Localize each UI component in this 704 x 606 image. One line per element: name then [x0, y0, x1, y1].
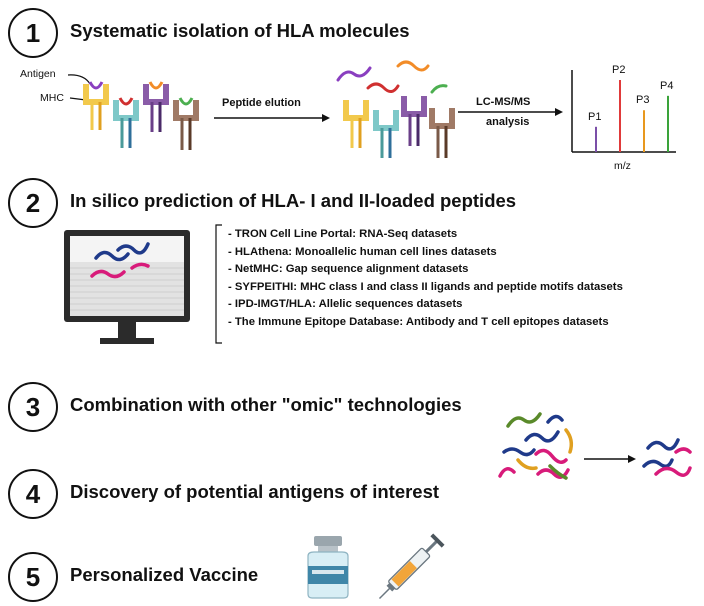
step-1-title: Systematic isolation of HLA molecules — [70, 20, 410, 41]
antigen-label: Antigen — [20, 68, 56, 80]
spectrum-peak-label-4: P4 — [660, 79, 674, 92]
spectrum-peak-label-2: P2 — [612, 64, 626, 76]
database-item: - SYFPEITHI: MHC class I and class II li… — [228, 280, 623, 293]
peptide-pool — [498, 412, 574, 480]
mass-spectrum-plot — [571, 70, 676, 153]
spectrum-peak-label-3: P3 — [636, 94, 650, 107]
database-item: - NetMHC: Gap sequence alignment dataset… — [228, 263, 469, 276]
mhc-molecule-purple — [143, 81, 169, 132]
database-item: - HLAthena: Monoallelic human cell lines… — [228, 245, 497, 258]
syringe-icon — [378, 533, 445, 600]
vaccine-vial-icon — [307, 536, 349, 599]
database-bracket — [215, 224, 222, 344]
step-2-number: 2 — [8, 178, 58, 228]
lcms-label-line2: analysis — [486, 116, 530, 128]
mhc-label: MHC — [40, 92, 64, 104]
empty-mhc-molecules — [343, 96, 455, 158]
mhc-molecule-brown — [173, 97, 199, 150]
database-item: - IPD-IMGT/HLA: Allelic sequences datase… — [228, 298, 463, 311]
eluted-peptides — [336, 60, 448, 94]
step-1-number: 1 — [8, 8, 58, 58]
step-2-title: In silico prediction of HLA- I and II-lo… — [70, 190, 517, 211]
peptide-elution-label: Peptide elution — [222, 97, 301, 109]
mhc-molecule-yellow — [83, 81, 109, 130]
lcms-label-line1: LC-MS/MS — [476, 96, 531, 108]
selected-peptides — [642, 438, 692, 477]
spectrum-peak-label-1: P1 — [588, 110, 602, 123]
step-5-title: Personalized Vaccine — [70, 564, 259, 585]
antigen-peptide — [88, 81, 104, 90]
step-4-number: 4 — [8, 469, 58, 519]
database-item: - The Immune Epitope Database: Antibody … — [228, 315, 609, 328]
step-3-title: Combination with other "omic" technologi… — [70, 394, 462, 415]
computer-monitor-icon — [64, 230, 190, 344]
antigen-pointer — [67, 74, 91, 85]
step-4-title: Discovery of potential antigens of inter… — [70, 481, 440, 502]
spectrum-x-label: m/z — [614, 160, 631, 172]
step-3-number: 3 — [8, 382, 58, 432]
step-5-number: 5 — [8, 552, 58, 602]
mhc-molecule-teal — [113, 97, 139, 148]
database-item: - TRON Cell Line Portal: RNA-Seq dataset… — [228, 228, 458, 240]
database-list: - TRON Cell Line Portal: RNA-Seq dataset… — [228, 226, 623, 332]
